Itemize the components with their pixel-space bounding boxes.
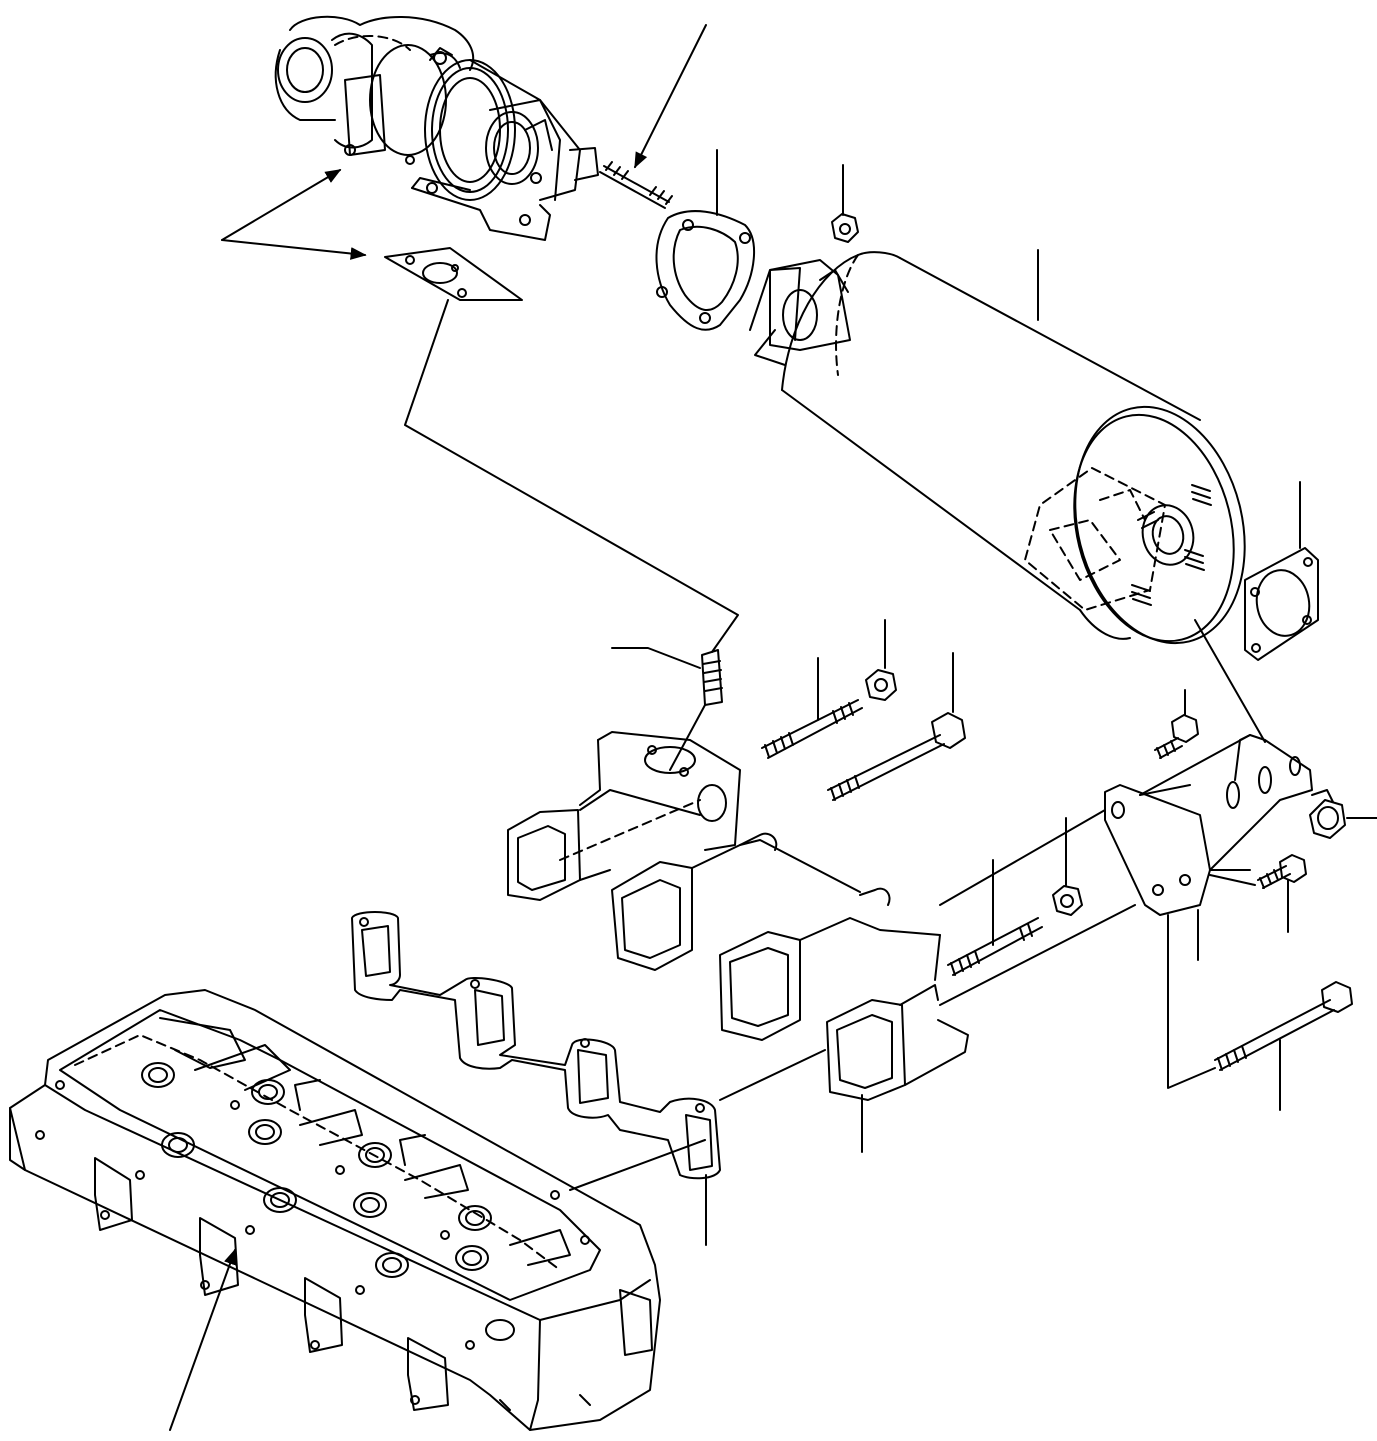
bracket-plug xyxy=(1309,789,1346,839)
bracket-nut xyxy=(1052,885,1083,916)
exhaust-manifold xyxy=(507,731,969,1101)
leader-lines xyxy=(169,24,1377,1431)
muffler-inlet-gasket xyxy=(655,210,756,331)
bracket-long-bolt xyxy=(1214,981,1353,1071)
manifold-gasket xyxy=(351,911,721,1180)
muffler-bracket xyxy=(1104,734,1313,916)
muffler-nut xyxy=(831,213,859,243)
turbo-gasket xyxy=(384,247,523,301)
turbo-stud xyxy=(599,161,673,209)
muffler-outlet-gasket xyxy=(1244,547,1319,661)
cylinder-head xyxy=(9,989,661,1431)
bracket-bolt-upper xyxy=(1154,714,1199,759)
manifold-stud xyxy=(701,649,723,706)
long-bolt xyxy=(827,712,966,801)
turbocharger xyxy=(274,15,599,241)
long-stud xyxy=(761,699,863,759)
bracket-bolt-lower xyxy=(1257,854,1307,889)
manifold-nut xyxy=(865,669,897,701)
muffler xyxy=(749,251,1246,645)
bracket-stud xyxy=(947,917,1043,976)
